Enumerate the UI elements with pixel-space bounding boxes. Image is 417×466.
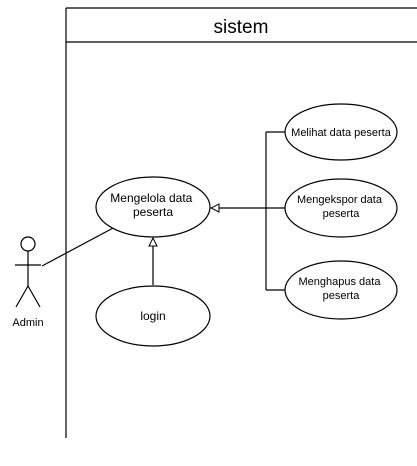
use-case-delete-shape[interactable] xyxy=(284,260,398,320)
system-title: sistem xyxy=(214,17,269,38)
actor-right-leg xyxy=(27,285,41,308)
use-case-export-label: Mengekspor data peserta xyxy=(297,194,385,220)
use-case-delete-line-2: peserta xyxy=(323,290,361,302)
use-case-manage-label: Mengelola data peserta xyxy=(110,191,195,219)
use-case-view-label: Melihat data peserta xyxy=(291,127,392,139)
actor-label: Admin xyxy=(12,317,43,329)
use-case-login-label: login xyxy=(140,309,165,323)
generalization-connector xyxy=(211,131,285,291)
use-case-manage-shape[interactable] xyxy=(95,176,211,238)
actor-left-leg xyxy=(15,285,29,308)
use-case-export-line-2: peserta xyxy=(323,208,361,220)
use-case-view[interactable]: Melihat data peserta xyxy=(284,103,398,161)
use-case-export-shape[interactable] xyxy=(284,178,398,238)
use-case-delete[interactable]: Menghapus data peserta xyxy=(284,260,398,320)
use-case-manage[interactable]: Mengelola data peserta xyxy=(95,176,211,238)
association-admin-manage xyxy=(41,226,116,267)
use-case-delete-line-1: Menghapus data xyxy=(298,276,381,288)
use-case-export[interactable]: Mengekspor data peserta xyxy=(284,178,398,238)
use-case-login-shape[interactable] xyxy=(95,285,211,347)
use-case-manage-line-1: Mengelola data xyxy=(110,191,192,205)
actor-admin: Admin xyxy=(12,236,44,329)
use-case-delete-label: Menghapus data peserta xyxy=(298,276,383,302)
use-case-manage-line-2: peserta xyxy=(133,205,173,219)
actor-head xyxy=(20,236,36,252)
use-case-export-line-1: Mengekspor data xyxy=(297,194,383,206)
system-boundary: sistem xyxy=(65,7,417,438)
use-case-view-shape[interactable] xyxy=(284,103,398,161)
use-case-login[interactable]: login xyxy=(95,285,211,347)
